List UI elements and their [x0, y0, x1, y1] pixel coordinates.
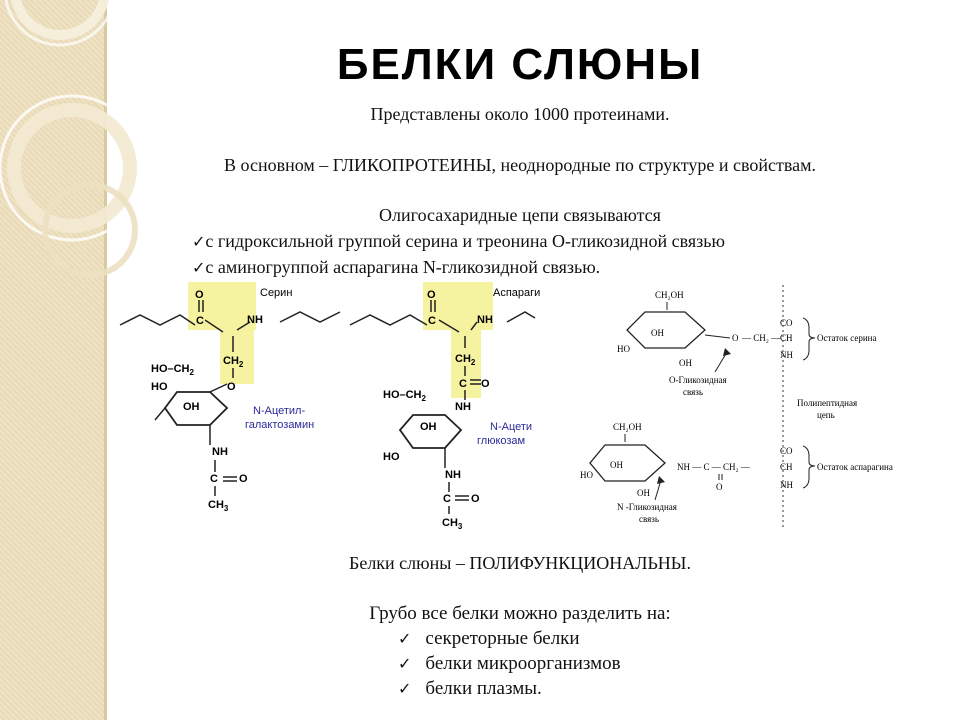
atom-nh4: NH: [445, 469, 461, 481]
sugar2-label-line1: N-Ацети: [490, 421, 532, 433]
atom-ch3b: CH3: [442, 517, 463, 530]
sugar2-label-line2: глюкозам: [477, 435, 525, 447]
polyfunctional-line: Белки слюны – ПОЛИФУНКЦИОНАЛЬНЫ.: [349, 553, 691, 573]
o-glyco-label-2: связь: [683, 387, 703, 397]
ch-top: CH: [780, 333, 793, 343]
polypeptide-label-1: Полипептидная: [797, 398, 857, 408]
atom-o5: O: [471, 493, 480, 505]
atom-c2: C: [210, 473, 218, 485]
serine-residue-label: Остаток серина: [817, 333, 876, 343]
atom-n: NH: [455, 401, 471, 413]
atom-ch2: CH2: [223, 355, 244, 369]
atom-ho: HO: [151, 381, 168, 393]
asparagine-residue-label: Остаток аспарагина: [817, 462, 893, 472]
ho-top: HO: [617, 344, 630, 354]
atom-nh3: NH: [477, 314, 493, 326]
sugar-ring-top: [626, 311, 706, 349]
list-item-text: секреторные белки: [425, 628, 580, 649]
atom-nh2: NH: [212, 446, 228, 458]
atom-o-link: O: [227, 381, 236, 393]
n-glyco-label-1: N -Гликозидная: [617, 502, 677, 512]
atom-oh: OH: [183, 401, 200, 413]
list-item-text: белки микроорганизмов: [425, 653, 621, 674]
checkmark-icon: ✓: [192, 258, 206, 277]
sugar-ring-bottom: [589, 444, 666, 482]
c-o-bottom: O: [716, 482, 723, 492]
classification-line: Грубо все белки можно разделить на:: [369, 603, 671, 624]
decorative-circles: [0, 0, 146, 278]
atom-ch3: CH3: [208, 499, 229, 513]
ch2-chain-top: — CH₂ —: [741, 333, 781, 343]
asparagine-label: Аспарагин: [493, 287, 540, 299]
atom-ch2b: CH2: [455, 353, 476, 367]
bullet-o-glycosidic: ✓с гидроксильной группой серина и треони…: [192, 231, 725, 252]
sugar1-label-line2: галактозамин: [245, 419, 314, 431]
bullet-text: с гидроксильной группой серина и треонин…: [205, 231, 725, 251]
atom-o3: O: [427, 289, 436, 301]
checkmark-icon: ✓: [398, 679, 412, 698]
checkmark-icon: ✓: [398, 654, 412, 673]
ch2oh-top: CH₂OH: [655, 290, 684, 300]
n-glyco-label-2: связь: [639, 514, 659, 524]
list-item-text: белки плазмы.: [425, 678, 542, 699]
atom-o: O: [195, 289, 204, 301]
atom-nh: NH: [247, 314, 263, 326]
list-item: ✓ секреторные белки: [398, 628, 580, 650]
atom-hob: HO: [383, 451, 400, 463]
atom-c4: C: [459, 378, 467, 390]
atom-o4: O: [481, 378, 490, 390]
atom-o2: O: [239, 473, 248, 485]
checkmark-icon: ✓: [192, 232, 206, 251]
serine-highlight-lower: [220, 328, 254, 384]
sidebar-divider: [104, 0, 107, 720]
atom-c: C: [196, 315, 204, 327]
page-title: БЕЛКИ СЛЮНЫ: [336, 40, 704, 89]
nh-chain-bottom: NH — C — CH₂ —: [677, 462, 751, 472]
o-glyco-label-1: O-Гликозидная: [669, 375, 727, 385]
nh-top: NH: [780, 350, 793, 360]
glycosylation-figure-left: O C NH CH2 O Серин HO–CH2 HO OH NH C O C…: [119, 282, 540, 530]
ch-bottom: CH: [780, 462, 793, 472]
oh-bottom-inner: OH: [610, 460, 623, 470]
intro-line: Представлены около 1000 протеинами.: [370, 104, 670, 124]
glycosylation-figure-right: CH₂OH OH HO OH O — CH₂ — CO CH NH Остато…: [580, 285, 893, 528]
oh-bottom-lower: OH: [637, 488, 650, 498]
atom-ho-ch2: HO–CH2: [151, 363, 195, 377]
nh-bottom: NH: [780, 480, 793, 490]
sugar1-label-line1: N-Ацетил-: [253, 405, 305, 417]
atom-ohb: OH: [420, 421, 437, 433]
atom-c5: C: [443, 493, 451, 505]
bullet-n-glycosidic: ✓с аминогруппой аспарагина N-гликозидной…: [192, 257, 600, 278]
co-bottom: CO: [780, 446, 793, 456]
bullet-text: с аминогруппой аспарагина N-гликозидной …: [205, 257, 601, 277]
oh-top-lower: OH: [679, 358, 692, 368]
atom-ho-ch2b: HO–CH2: [383, 389, 427, 403]
ch2oh-bottom: CH₂OH: [613, 422, 642, 432]
atom-c3: C: [428, 315, 436, 327]
co-top: CO: [780, 318, 793, 328]
serine-label: Серин: [260, 287, 292, 299]
oh-top-inner: OH: [651, 328, 664, 338]
list-item: ✓ белки микроорганизмов: [398, 653, 621, 675]
checkmark-icon: ✓: [398, 629, 412, 648]
oligosaccharide-line: Олигосахаридные цепи связываются: [379, 205, 661, 225]
ho-bottom: HO: [580, 470, 593, 480]
list-item: ✓ белки плазмы.: [398, 678, 542, 700]
glycoprotein-line: В основном – ГЛИКОПРОТЕИНЫ, неоднородные…: [224, 155, 816, 175]
o-link-top: O: [732, 333, 739, 343]
asparagine-highlight-lower: [451, 328, 481, 398]
polypeptide-label-2: цепь: [817, 410, 835, 420]
